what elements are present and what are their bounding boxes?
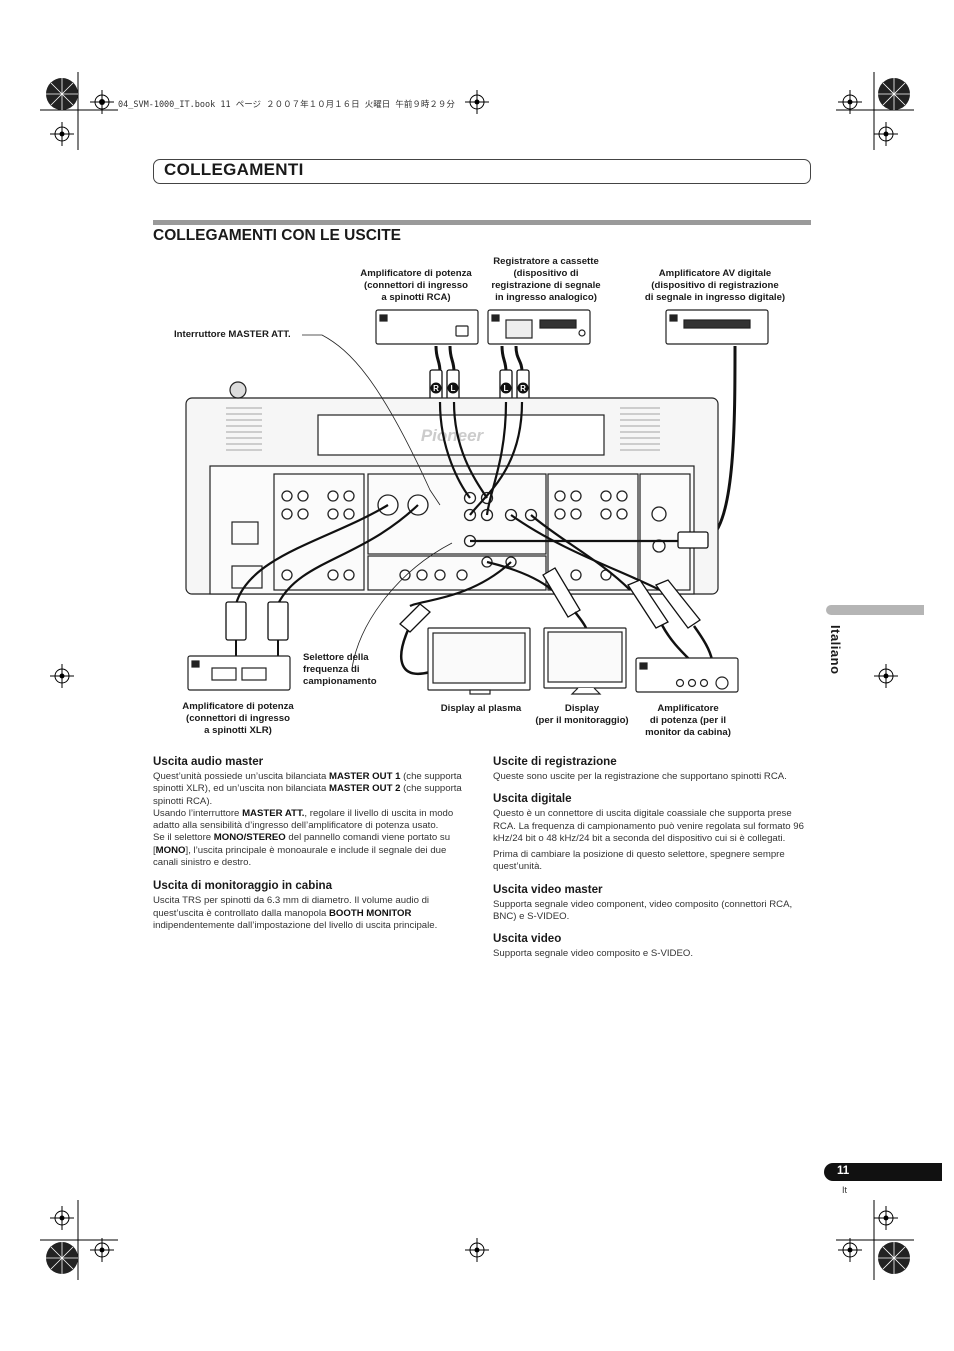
label-amp-rca: Amplificatore di potenza (connettori di … bbox=[360, 268, 472, 303]
digital-out-heading: Uscita digitale bbox=[493, 792, 572, 806]
rec-out-text: Queste sono uscite per la registrazione … bbox=[493, 771, 787, 782]
page-language: It bbox=[842, 1185, 848, 1195]
label-plasma: Display al plasma bbox=[440, 703, 522, 714]
file-info: 04_SVM-1000_IT.book 11 ページ ２００７年１０月１６日 火… bbox=[118, 100, 455, 110]
master-out-heading: Uscita audio master bbox=[153, 755, 264, 768]
page-number: 11 bbox=[837, 1165, 850, 1177]
chapter-title: Collegamenti bbox=[164, 160, 304, 179]
video-master-text: Supporta segnale video component, video … bbox=[493, 898, 793, 923]
label-av-digital: Amplificatore AV digitale (dispositivo d… bbox=[644, 268, 786, 303]
av-digital-device bbox=[665, 309, 769, 345]
rec-out-heading: Uscite di registrazione bbox=[493, 755, 617, 768]
label-cassette: Registratore a cassette (dispositivo di … bbox=[491, 256, 601, 303]
amp-xlr-device bbox=[187, 655, 291, 691]
amp-rca-device bbox=[375, 309, 479, 345]
video-out-heading: Uscita video bbox=[493, 932, 562, 946]
label-display-monitor: Display (per il monitoraggio) bbox=[535, 703, 629, 726]
monitor-display bbox=[543, 627, 627, 695]
plug-l-label: L bbox=[504, 384, 509, 393]
cassette-device bbox=[487, 309, 591, 345]
left-column: Uscita audio master Quest’unità possiede… bbox=[153, 755, 471, 936]
booth-text: Uscita TRS per spinotti da 6.3 mm di dia… bbox=[153, 895, 438, 931]
label-amp-xlr: Amplificatore di potenza (connettori di … bbox=[182, 701, 294, 736]
video-master-heading: Uscita video master bbox=[493, 882, 603, 896]
section-title: Collegamenti con le uscite bbox=[153, 227, 401, 244]
mixer-rear-panel bbox=[185, 381, 719, 595]
digital-out-note: Prima di cambiare la posizione di questo… bbox=[493, 849, 785, 873]
language-label: Italiano bbox=[828, 625, 843, 675]
brand-logo: Pioneer bbox=[421, 426, 485, 445]
label-sample-rate: Selettore della frequenza di campionamen… bbox=[303, 652, 377, 687]
label-amp-booth: Amplificatore di potenza (per il monitor… bbox=[645, 703, 731, 738]
label-master-att: Interruttore MASTER ATT. bbox=[174, 329, 291, 340]
page-number-tab bbox=[824, 1163, 942, 1181]
plug-r-label: R bbox=[433, 384, 439, 393]
plasma-display bbox=[427, 627, 531, 695]
section-rule bbox=[153, 220, 811, 225]
master-out-text: Quest’unità possiede un’uscita bilanciat… bbox=[153, 771, 462, 869]
right-column: Uscite di registrazione Queste sono usci… bbox=[493, 755, 811, 965]
amp-booth-device bbox=[635, 657, 739, 693]
video-out-text: Supporta segnale video composito e S-VID… bbox=[493, 948, 693, 960]
digital-out-text: Questo è un connettore di uscita digital… bbox=[493, 808, 804, 844]
plug-l-label: L bbox=[451, 384, 456, 393]
plug-r-label: R bbox=[520, 384, 526, 393]
chapter-header-box bbox=[153, 159, 811, 184]
booth-heading: Uscita di monitoraggio in cabina bbox=[153, 879, 333, 893]
language-tab bbox=[826, 605, 924, 615]
